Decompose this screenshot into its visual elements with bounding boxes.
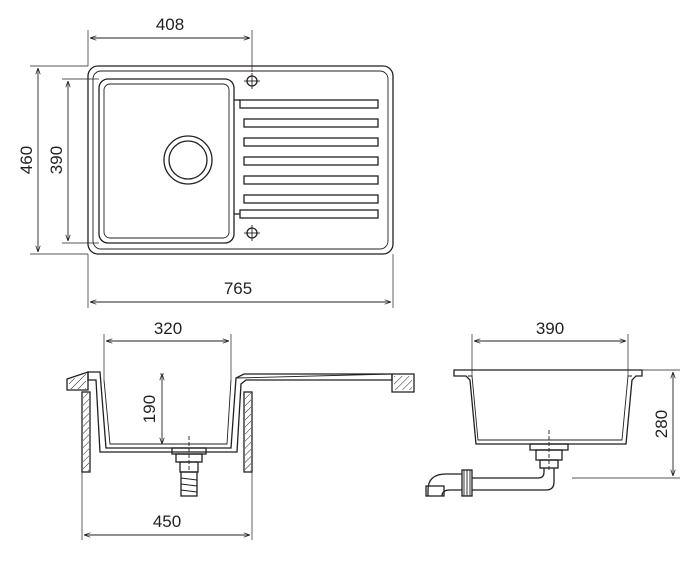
drainer-ribs <box>234 99 379 219</box>
dim-label-320: 320 <box>154 319 182 338</box>
countertop-right <box>391 373 415 393</box>
dimension-390-side: 390 <box>471 319 629 376</box>
dimension-320: 320 <box>103 319 232 380</box>
countertop-left <box>66 371 89 391</box>
dim-label-408: 408 <box>156 15 184 34</box>
top-view: 408 460 390 765 <box>17 15 394 308</box>
sink-rim-outline <box>92 70 389 250</box>
bowl-inner-outline <box>103 83 230 239</box>
dim-label-765: 765 <box>224 279 252 298</box>
front-section-view: 320 190 450 <box>66 319 415 540</box>
sink-profile-outer <box>87 371 393 453</box>
sink-outer-outline <box>87 65 394 255</box>
dim-label-390-side: 390 <box>536 319 564 338</box>
dimension-280: 280 <box>572 369 680 479</box>
sink-profile-inner <box>103 379 232 445</box>
trap-pipe <box>425 468 555 497</box>
tap-hole-bottom <box>244 225 260 241</box>
drain-outer-circle <box>163 135 213 185</box>
dimension-390-bowl: 390 <box>47 78 99 244</box>
dim-label-390-bowl: 390 <box>47 146 66 174</box>
dimension-765: 765 <box>87 254 394 308</box>
dimension-460: 460 <box>17 65 88 255</box>
side-bowl-inner <box>468 375 632 441</box>
dim-label-280: 280 <box>652 410 671 438</box>
cabinet-wall-right <box>243 391 253 473</box>
dim-label-190: 190 <box>140 395 159 423</box>
drain-inner-circle <box>168 140 208 180</box>
cabinet-wall-left <box>81 391 91 473</box>
side-section-view: 390 280 <box>425 319 680 497</box>
dimension-190: 190 <box>140 373 164 444</box>
dim-label-450: 450 <box>153 512 181 531</box>
dimension-450: 450 <box>81 472 253 540</box>
dimension-408: 408 <box>87 15 253 72</box>
tap-hole-top <box>244 73 260 89</box>
dim-label-460: 460 <box>17 146 36 174</box>
side-rim <box>453 369 643 445</box>
waste-fitting-front <box>171 436 207 497</box>
bowl-outline <box>98 78 235 244</box>
waste-fitting-side <box>529 430 569 470</box>
